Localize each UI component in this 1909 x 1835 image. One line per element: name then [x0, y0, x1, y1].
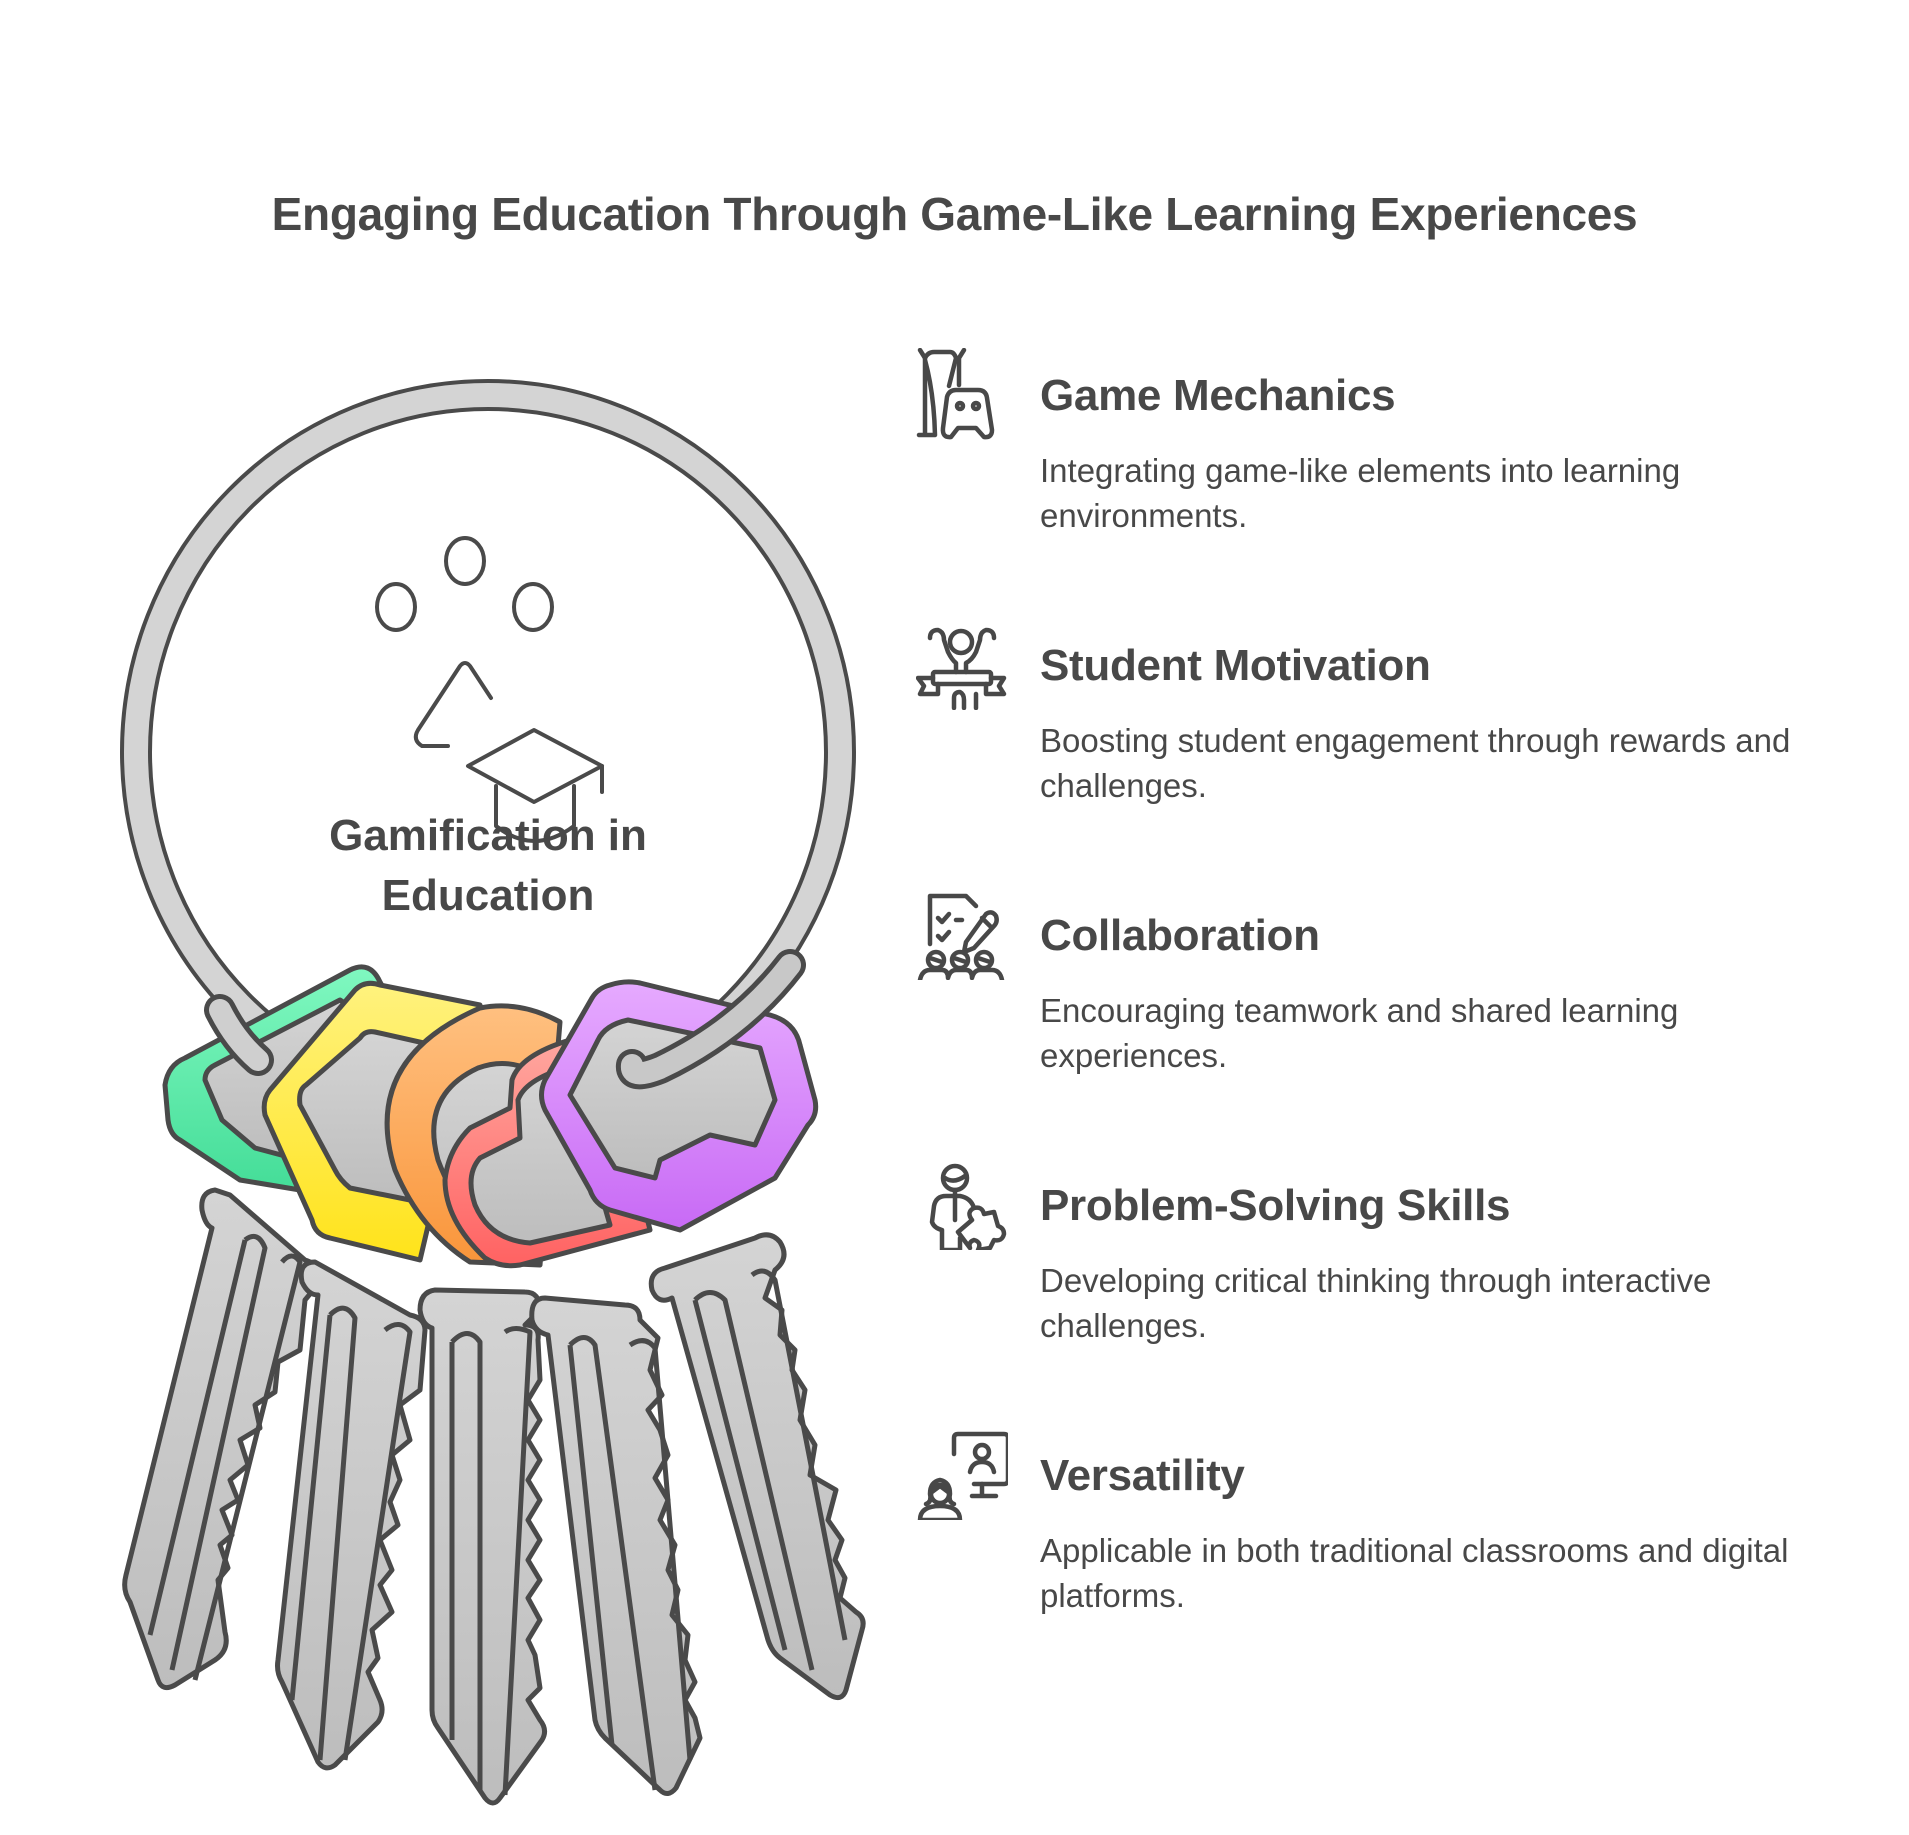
- item-heading: Game Mechanics: [1040, 371, 1396, 420]
- item-game-mechanics: Game Mechanics Integrating game-like ele…: [916, 348, 1816, 626]
- item-description: Applicable in both traditional classroom…: [1040, 1532, 1789, 1614]
- person-puzzle-icon: [929, 1163, 1007, 1250]
- center-label: Gamification in Education: [288, 806, 688, 926]
- key-ring-front: [204, 949, 806, 1090]
- key-3: [417, 1287, 548, 1806]
- center-label-line-2: Education: [381, 871, 595, 920]
- item-heading: Collaboration: [1040, 911, 1320, 960]
- item-description: Integrating game-like elements into lear…: [1040, 452, 1681, 534]
- item-heading: Versatility: [1040, 1451, 1245, 1500]
- item-heading: Problem-Solving Skills: [1040, 1181, 1511, 1230]
- team-checklist-icon: [917, 893, 1005, 980]
- key-5: [648, 1232, 866, 1701]
- item-problem-solving: Problem-Solving Skills Developing critic…: [916, 1163, 1816, 1436]
- item-description: Developing critical thinking through int…: [1040, 1262, 1712, 1344]
- item-student-motivation: Student Motivation Boosting student enga…: [916, 627, 1816, 896]
- item-description: Encouraging teamwork and shared learning…: [1040, 992, 1679, 1074]
- key-4: [529, 1295, 703, 1796]
- key-2: [275, 1259, 428, 1771]
- gamification-graduation-icon: [375, 536, 604, 843]
- game-console-controller-icon: [916, 348, 995, 440]
- center-label-line-1: Gamification in: [329, 811, 647, 860]
- item-heading: Student Motivation: [1040, 641, 1431, 690]
- online-teacher-monitor-icon: [917, 1431, 1008, 1520]
- item-versatility: Versatility Applicable in both tradition…: [916, 1431, 1816, 1706]
- winner-finish-line-icon: [916, 627, 1007, 710]
- key-1: [122, 1187, 323, 1691]
- item-collaboration: Collaboration Encouraging teamwork and s…: [916, 893, 1816, 1166]
- page-title: Engaging Education Through Game-Like Lea…: [271, 188, 1638, 240]
- item-description: Boosting student engagement through rewa…: [1040, 722, 1791, 804]
